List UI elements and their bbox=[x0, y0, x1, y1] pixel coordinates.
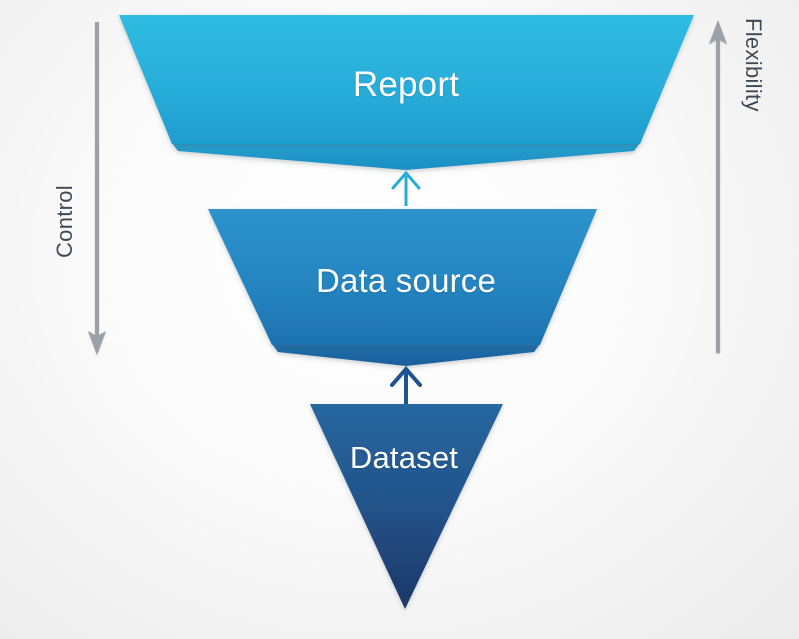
data-source-lip-shape bbox=[272, 344, 540, 366]
funnel-stage-dataset[interactable] bbox=[310, 404, 503, 609]
axis-flexibility bbox=[709, 20, 727, 353]
report-shape bbox=[119, 15, 694, 144]
axis-control-arrowhead-down bbox=[88, 331, 106, 355]
dataset-shape bbox=[310, 404, 503, 609]
axis-label-control: Control bbox=[52, 185, 77, 259]
axis-flexibility-arrowhead-up bbox=[709, 20, 727, 44]
connector-dataset-to-data-source bbox=[390, 365, 422, 404]
axis-control bbox=[88, 22, 106, 355]
connector-data-source-to-report bbox=[391, 170, 421, 206]
axis-label-flexibility: Flexibility bbox=[741, 18, 766, 112]
funnel-stage-data-source[interactable] bbox=[208, 209, 597, 366]
data-source-shape bbox=[208, 209, 597, 345]
connector-arrowhead bbox=[391, 170, 421, 190]
connector-arrowhead bbox=[390, 365, 422, 387]
report-lip-shape bbox=[172, 143, 640, 170]
funnel-stage-report[interactable] bbox=[119, 15, 694, 170]
